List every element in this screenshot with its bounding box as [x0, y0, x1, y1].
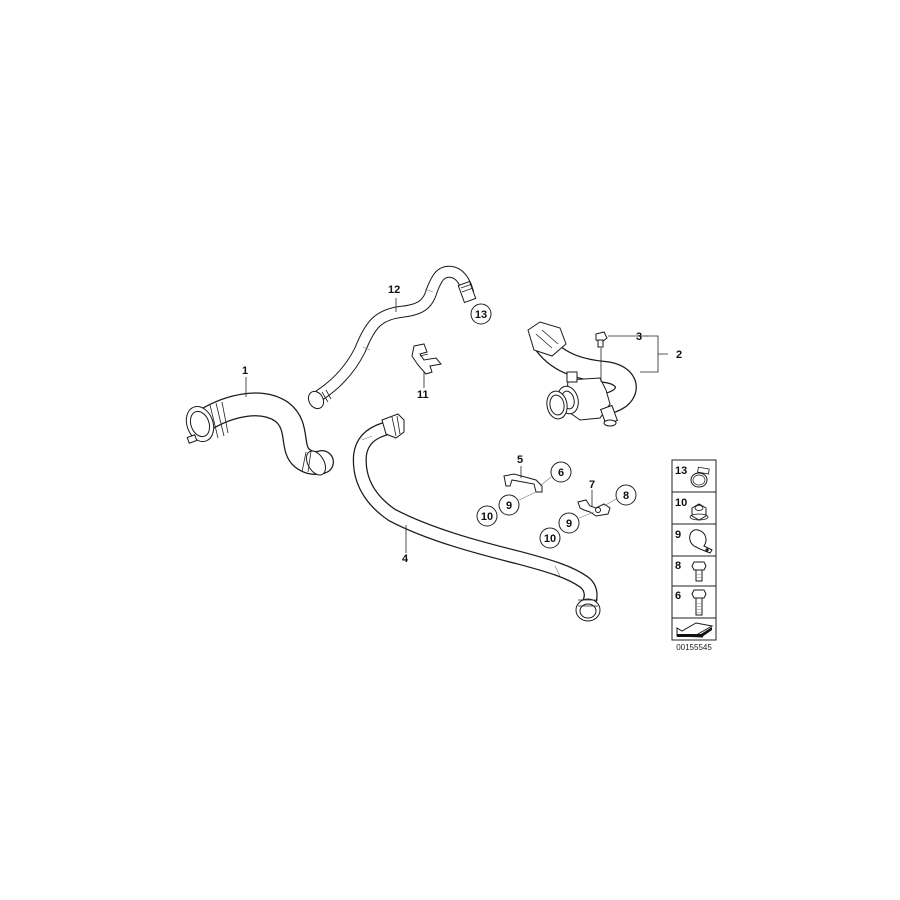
legend-panel: 13 10 9 — [671, 459, 717, 652]
label-part-5: 5 — [517, 454, 523, 466]
part-4-hose[interactable] — [352, 413, 601, 622]
svg-text:9: 9 — [675, 529, 681, 541]
long-bolt-icon — [691, 589, 707, 616]
svg-text:10: 10 — [481, 511, 493, 523]
legend-item-10[interactable]: 10 — [671, 491, 717, 525]
svg-text:10: 10 — [675, 497, 687, 509]
leader-6 — [539, 476, 552, 487]
catalog-number: 00155545 — [676, 643, 712, 652]
label-part-7: 7 — [589, 479, 595, 491]
label-part-12: 12 — [388, 284, 400, 296]
leader-2-bracket — [640, 335, 668, 373]
label-part-11: 11 — [417, 389, 429, 401]
svg-text:13: 13 — [675, 465, 687, 477]
svg-text:6: 6 — [558, 467, 564, 479]
leader-9a — [518, 491, 537, 501]
part-1-hose[interactable] — [182, 392, 334, 478]
short-bolt-icon — [691, 561, 707, 582]
label-part-3: 3 — [636, 331, 642, 343]
part-11-holder[interactable] — [411, 343, 442, 375]
leader-9b — [578, 511, 595, 519]
svg-text:10: 10 — [544, 533, 556, 545]
part-7-clip[interactable] — [577, 499, 611, 517]
hex-nut-icon — [689, 503, 709, 521]
part-2-thermostat-hose[interactable] — [527, 321, 637, 427]
leader-8 — [603, 498, 617, 507]
direction-arrow-icon — [676, 622, 714, 638]
callout-10b[interactable]: 10 — [539, 527, 561, 549]
svg-text:6: 6 — [675, 590, 681, 602]
part-5-bracket[interactable] — [503, 473, 543, 493]
svg-text:9: 9 — [566, 518, 572, 530]
callout-13[interactable]: 13 — [470, 303, 492, 325]
callout-9b[interactable]: 9 — [558, 512, 580, 534]
hose-clamp-icon — [690, 466, 710, 488]
callout-6[interactable]: 6 — [550, 461, 572, 483]
label-part-1: 1 — [242, 365, 248, 377]
label-part-2: 2 — [676, 349, 682, 361]
svg-text:8: 8 — [675, 560, 681, 572]
svg-text:8: 8 — [623, 490, 629, 502]
callout-10a[interactable]: 10 — [476, 505, 498, 527]
part-3-bleed-screw[interactable] — [595, 331, 608, 348]
label-part-4: 4 — [402, 553, 409, 565]
legend-footer — [671, 617, 717, 641]
legend-item-13[interactable]: 13 — [671, 459, 717, 493]
svg-text:13: 13 — [475, 309, 487, 321]
callout-9a[interactable]: 9 — [498, 494, 520, 516]
part-12-hose[interactable] — [305, 265, 477, 412]
legend-item-9[interactable]: 9 — [671, 523, 717, 557]
p-clamp-icon — [689, 529, 713, 554]
svg-text:9: 9 — [506, 500, 512, 512]
callout-8[interactable]: 8 — [615, 484, 637, 506]
legend-item-8[interactable]: 8 — [671, 555, 717, 587]
legend-item-6[interactable]: 6 — [671, 585, 717, 619]
